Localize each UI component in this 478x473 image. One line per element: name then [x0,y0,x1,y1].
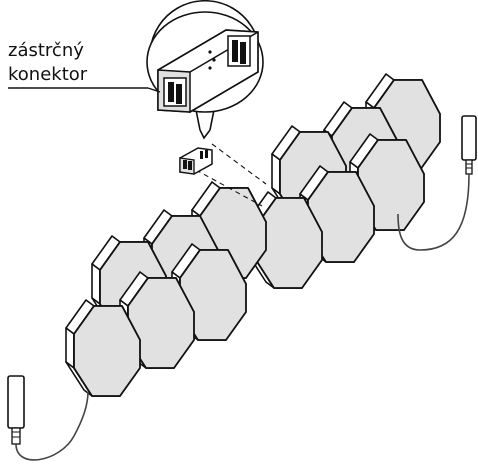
usb-plug-icon [461,115,477,175]
callout-label-line1: zástrčný [8,40,84,61]
power-cable-right [397,173,470,251]
connector-icon [179,147,213,175]
power-cable-left [15,391,89,461]
callout-label-line2: konektor [8,64,88,85]
connector-callout [146,0,264,140]
left-panel-group [65,181,267,397]
alignment-guides [195,143,267,207]
connector-enlarged-icon [157,29,259,113]
usb-plug-icon [7,375,25,445]
label-leader [147,87,161,93]
right-panel-group [247,73,441,289]
